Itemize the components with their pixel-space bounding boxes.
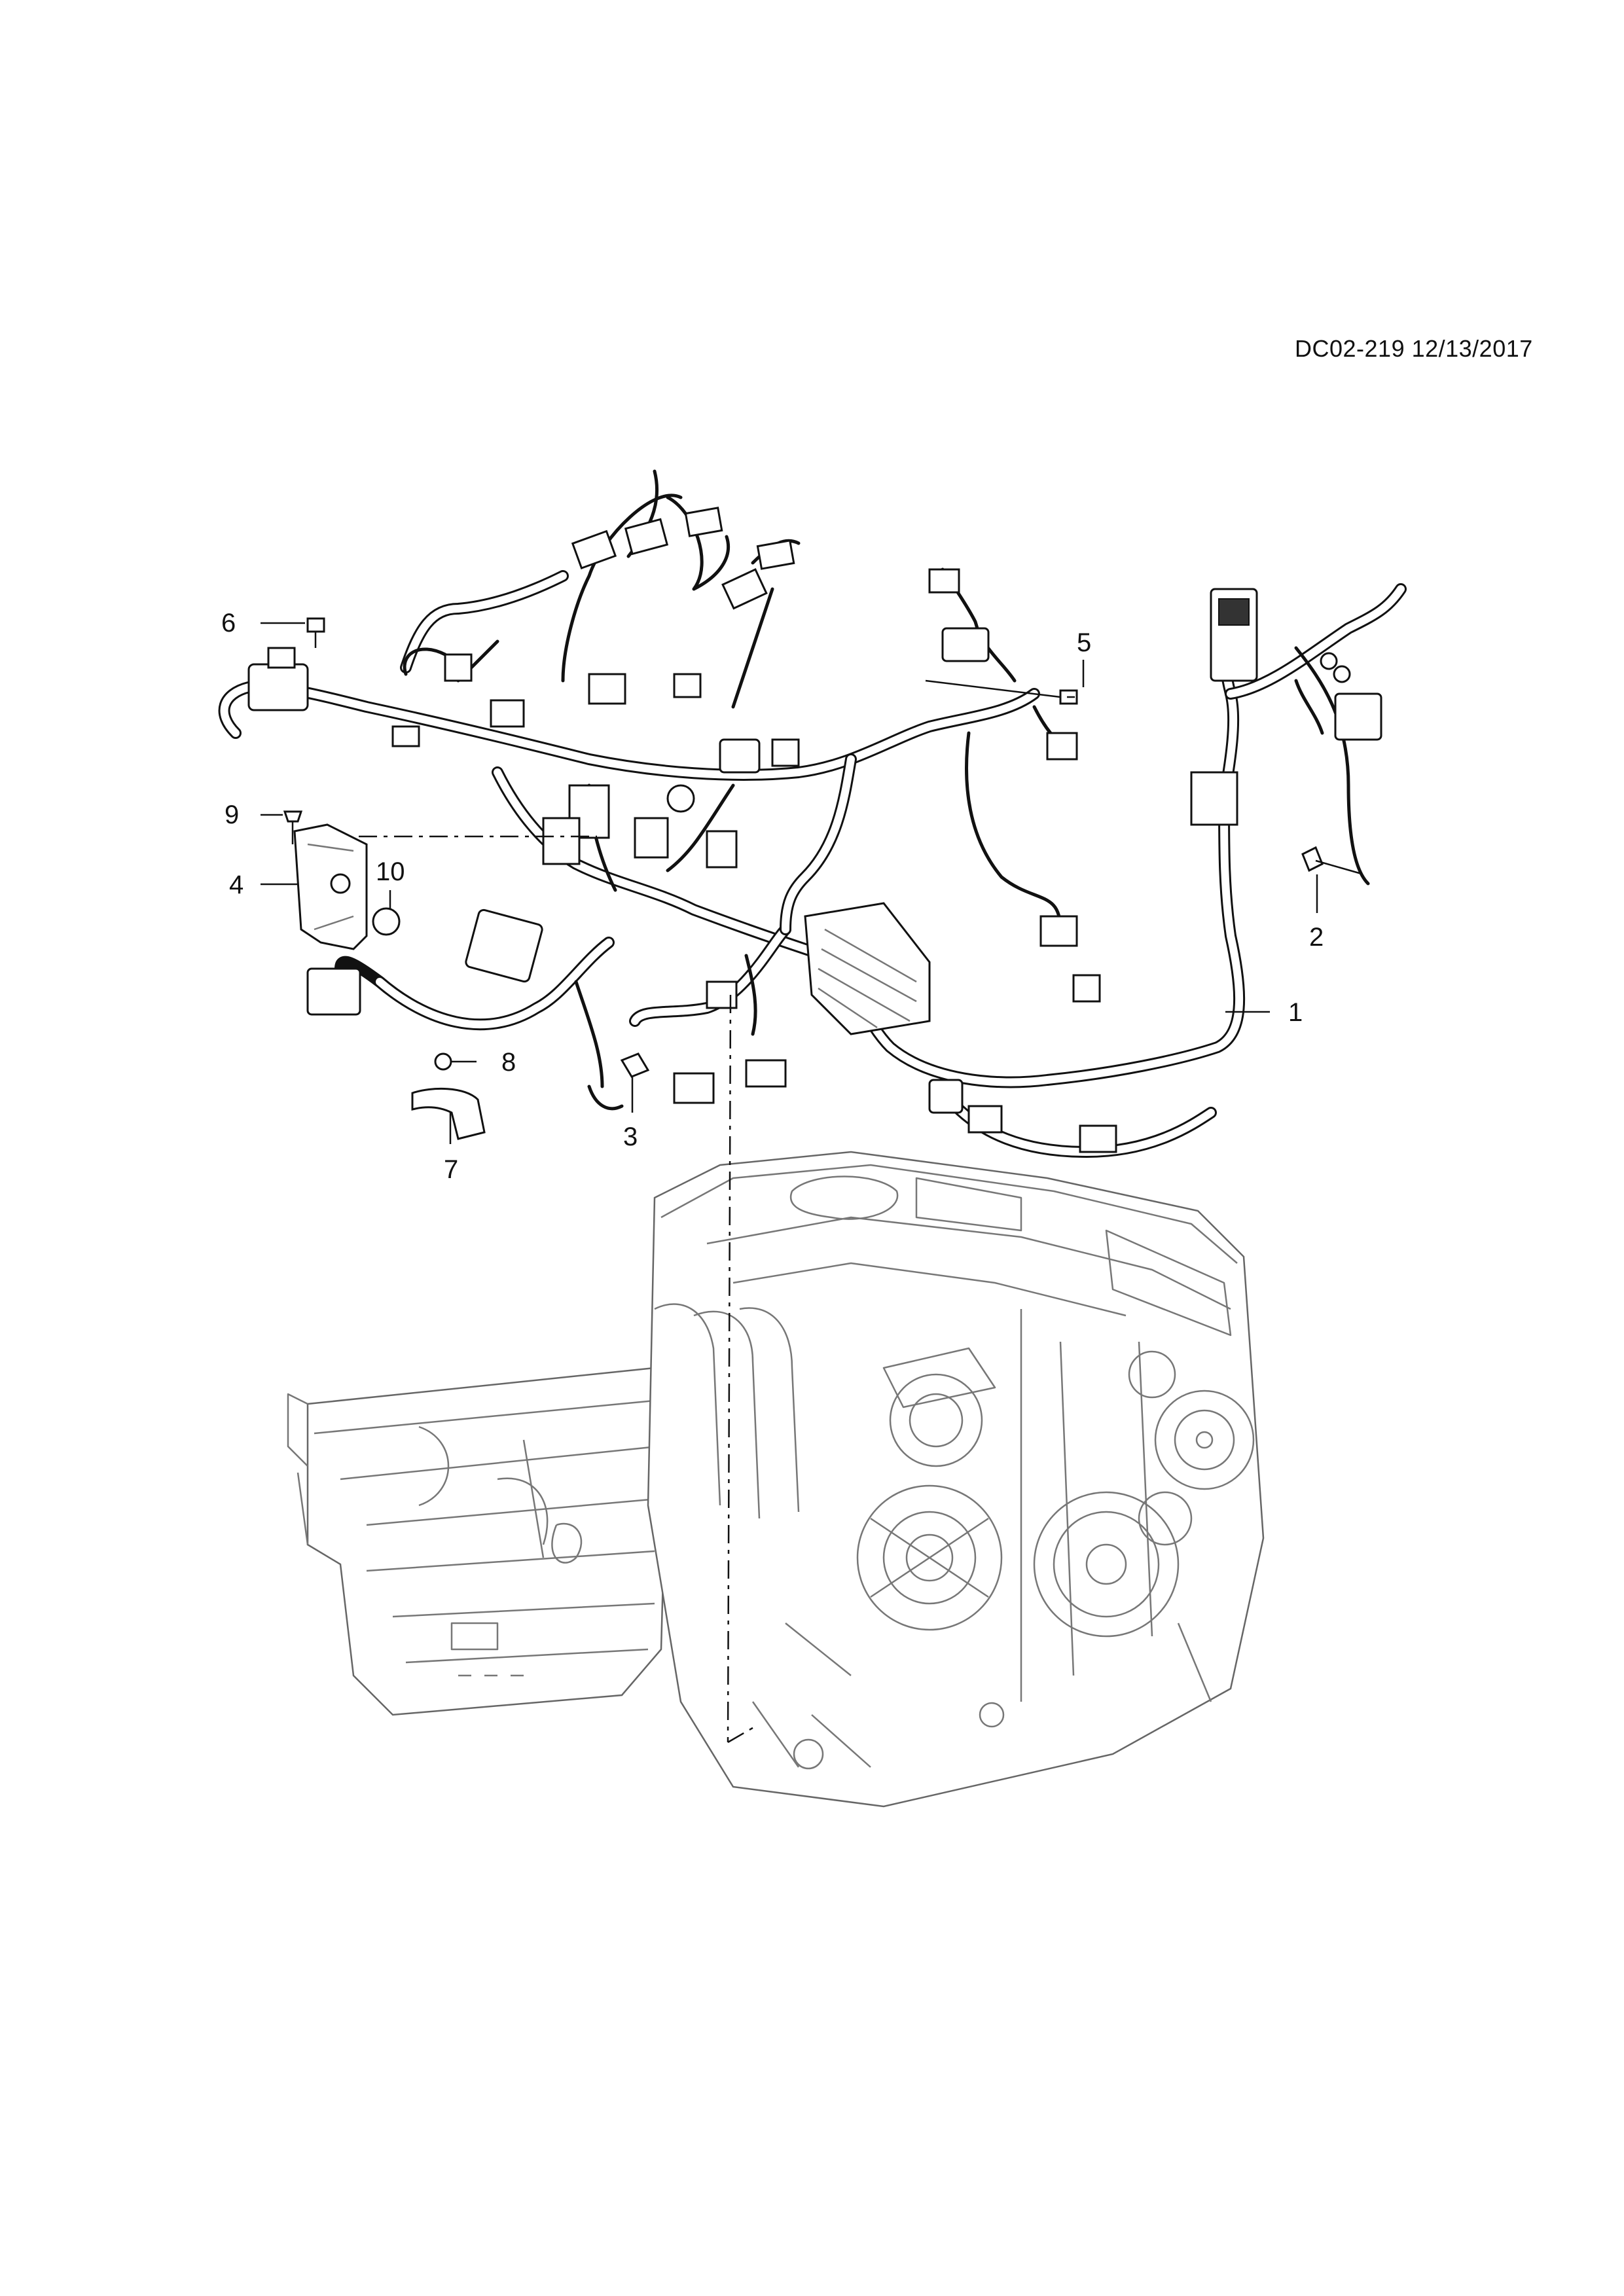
callout-3: 3 xyxy=(623,1122,638,1151)
reference-lines xyxy=(359,835,753,1744)
diagram-reference: DC02-219 12/13/2017 xyxy=(1295,335,1533,362)
callout-6: 6 xyxy=(221,609,236,637)
callout-7: 7 xyxy=(444,1155,458,1184)
callout-1: 1 xyxy=(1288,998,1303,1027)
leader-lines xyxy=(261,622,1318,1144)
callout-8: 8 xyxy=(501,1048,516,1077)
callout-5: 5 xyxy=(1077,628,1091,657)
small-parts xyxy=(283,617,1362,1140)
callout-10: 10 xyxy=(376,857,405,886)
callout-2: 2 xyxy=(1309,923,1324,952)
callout-labels: 1 2 3 4 5 6 7 8 9 10 xyxy=(221,609,1324,1184)
engine-transmission-assembly xyxy=(287,1151,1265,1808)
callout-9: 9 xyxy=(225,800,239,829)
callout-4: 4 xyxy=(229,870,244,899)
harness-connectors xyxy=(247,507,1382,1153)
